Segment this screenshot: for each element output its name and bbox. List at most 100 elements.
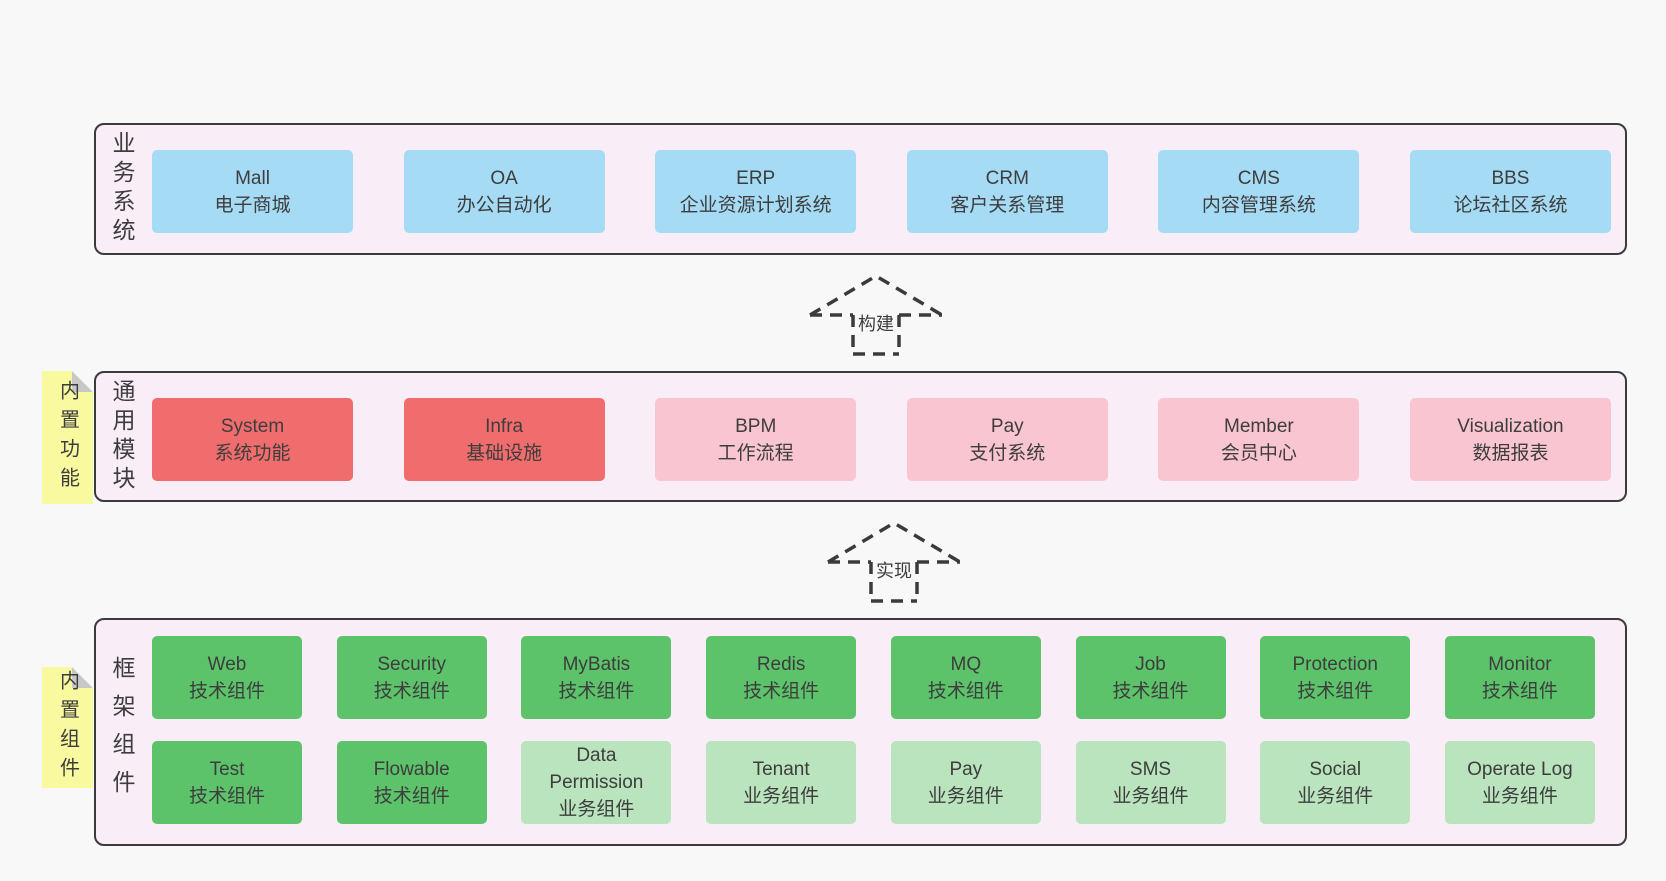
box-title: OA	[490, 167, 518, 189]
box-subtitle: 业务组件	[743, 785, 820, 807]
box-title: Visualization	[1457, 415, 1564, 437]
box-bpm: BPM 工作流程	[655, 398, 857, 481]
box-erp: ERP 企业资源计划系统	[655, 150, 857, 233]
box-subtitle: 技术组件	[188, 680, 265, 702]
box-infra: Infra 基础设施	[403, 398, 605, 481]
box-job: Job 技术组件	[1075, 636, 1226, 719]
box-pay-component: Pay 业务组件	[890, 741, 1041, 824]
framework-row-1: Web 技术组件 Security 技术组件 MyBatis 技术组件 Redi…	[152, 636, 1595, 719]
box-title: BBS	[1491, 167, 1530, 189]
framework-boxes-rows: Web 技术组件 Security 技术组件 MyBatis 技术组件 Redi…	[152, 636, 1595, 846]
box-subtitle: 业务组件	[1112, 785, 1189, 807]
band-common-modules: 内置功能 通用模块 System 系统功能 Infra 基础设施 BPM 工作流…	[94, 371, 1627, 502]
box-subtitle: 技术组件	[927, 680, 1004, 702]
box-subtitle: 技术组件	[558, 680, 635, 702]
box-redis: Redis 技术组件	[706, 636, 857, 719]
box-subtitle: 技术组件	[1112, 680, 1189, 702]
box-data-permission: Data Permission 业务组件	[521, 741, 672, 824]
box-test: Test 技术组件	[152, 741, 302, 824]
box-title: Member	[1224, 415, 1294, 437]
box-cms: CMS 内容管理系统	[1158, 150, 1360, 233]
box-title: Monitor	[1488, 653, 1552, 675]
band-label-framework: 框架组件	[109, 656, 135, 808]
box-title: MQ	[950, 653, 982, 675]
box-mall: Mall 电子商城	[152, 150, 353, 233]
box-system: System 系统功能	[152, 398, 353, 481]
box-title: Redis	[756, 653, 806, 675]
box-sms: SMS 业务组件	[1075, 741, 1226, 824]
box-title: Protection	[1292, 653, 1378, 675]
box-title: SMS	[1129, 758, 1172, 780]
box-subtitle: 企业资源计划系统	[679, 194, 832, 216]
box-mybatis: MyBatis 技术组件	[521, 636, 672, 719]
box-title: Data Permission	[549, 745, 644, 793]
box-pay-system: Pay 支付系统	[906, 398, 1108, 481]
box-title: BPM	[735, 415, 777, 437]
box-protection: Protection 技术组件	[1260, 636, 1411, 719]
box-subtitle: 电子商城	[214, 194, 291, 216]
band-framework-components: 内置组件 框架组件 Web 技术组件 Security 技术组件 MyBatis…	[94, 618, 1627, 846]
box-monitor: Monitor 技术组件	[1444, 636, 1595, 719]
band-business-systems: 业务系统 Mall 电子商城 OA 办公自动化 ERP 企业资源计划系统 CRM…	[94, 123, 1627, 255]
box-tenant: Tenant 业务组件	[706, 741, 857, 824]
box-subtitle: 业务组件	[558, 799, 635, 820]
build-arrow-label: 构建	[855, 309, 897, 337]
box-subtitle: 技术组件	[1481, 680, 1558, 702]
dashed-up-arrow-icon	[809, 273, 943, 356]
dashed-up-arrow-icon	[827, 520, 961, 603]
box-social: Social 业务组件	[1260, 741, 1411, 824]
framework-row-2: Test 技术组件 Flowable 技术组件 Data Permission …	[152, 741, 1595, 824]
box-title: Job	[1135, 653, 1166, 675]
box-subtitle: 内容管理系统	[1201, 194, 1316, 216]
box-title: CRM	[985, 167, 1029, 189]
box-visualization: Visualization 数据报表	[1409, 398, 1611, 481]
box-subtitle: 业务组件	[927, 785, 1004, 807]
builtin-features-tab: 内置功能	[42, 371, 93, 504]
box-subtitle: 支付系统	[969, 442, 1046, 464]
box-title: Social	[1309, 758, 1362, 780]
box-subtitle: 工作流程	[717, 442, 794, 464]
box-title: Pay	[990, 415, 1024, 437]
box-web: Web 技术组件	[152, 636, 302, 719]
implement-arrow: 实现	[826, 518, 962, 604]
box-title: Flowable	[373, 758, 450, 780]
implement-arrow-label: 实现	[873, 556, 915, 584]
box-subtitle: 技术组件	[373, 680, 450, 702]
box-member: Member 会员中心	[1158, 398, 1360, 481]
box-title: Infra	[485, 415, 524, 437]
box-title: Mall	[235, 167, 270, 189]
module-boxes-row: System 系统功能 Infra 基础设施 BPM 工作流程 Pay 支付系统…	[152, 398, 1611, 481]
build-arrow: 构建	[808, 271, 944, 357]
box-subtitle: 业务组件	[1297, 785, 1374, 807]
business-boxes-row: Mall 电子商城 OA 办公自动化 ERP 企业资源计划系统 CRM 客户关系…	[152, 150, 1611, 233]
box-subtitle: 技术组件	[373, 785, 450, 807]
box-subtitle: 基础设施	[466, 442, 543, 464]
box-subtitle: 业务组件	[1481, 785, 1558, 807]
box-title: Operate Log	[1467, 758, 1573, 780]
band-label-business: 业务系统	[109, 131, 135, 247]
box-title: Tenant	[752, 758, 810, 780]
box-title: Security	[377, 653, 447, 675]
box-subtitle: 论坛社区系统	[1453, 194, 1568, 216]
box-mq: MQ 技术组件	[890, 636, 1041, 719]
tab-label: 内置功能	[56, 379, 79, 496]
box-subtitle: 技术组件	[743, 680, 820, 702]
box-title: Web	[207, 653, 247, 675]
builtin-components-tab: 内置组件	[42, 667, 93, 788]
box-crm: CRM 客户关系管理	[906, 150, 1108, 233]
box-subtitle: 系统功能	[214, 442, 291, 464]
box-title: MyBatis	[562, 653, 631, 675]
box-title: CMS	[1237, 167, 1280, 189]
box-title: ERP	[736, 167, 776, 189]
box-title: Test	[209, 758, 245, 780]
box-security: Security 技术组件	[336, 636, 487, 719]
box-subtitle: 办公自动化	[456, 194, 552, 216]
box-title: System	[220, 415, 285, 437]
box-subtitle: 技术组件	[1297, 680, 1374, 702]
band-label-modules: 通用模块	[109, 378, 135, 495]
box-subtitle: 客户关系管理	[950, 194, 1065, 216]
box-title: Pay	[949, 758, 983, 780]
box-subtitle: 会员中心	[1220, 442, 1297, 464]
box-bbs: BBS 论坛社区系统	[1409, 150, 1611, 233]
box-subtitle: 数据报表	[1472, 442, 1549, 464]
